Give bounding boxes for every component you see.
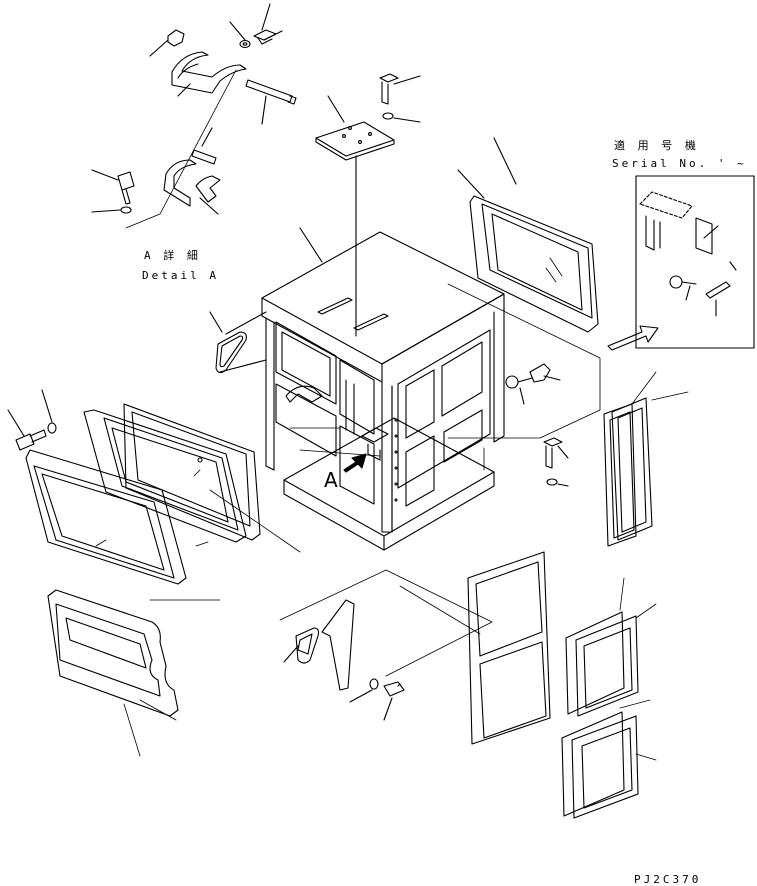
detail-a-group <box>91 3 297 229</box>
door-latch-right <box>505 363 561 405</box>
cab-frame <box>261 227 505 551</box>
door-glass-frame <box>123 403 301 553</box>
right-door-glass-b <box>603 391 689 547</box>
serial-title-en: Serial No. ' ~ <box>612 157 747 170</box>
serial-title-jp: 適 用 号 機 <box>614 139 699 152</box>
clamp-bracket-lower <box>163 159 221 215</box>
view-a-arrow <box>343 453 367 473</box>
drawing-code: PJ2C370 <box>634 873 702 886</box>
serial-inset <box>635 175 755 349</box>
door-gasket <box>25 449 221 601</box>
long-pin <box>245 79 297 125</box>
roof-mount-plate <box>315 95 395 337</box>
right-door-glass-a <box>611 371 657 541</box>
inset-arrow <box>607 325 659 351</box>
clamp-bracket-upper <box>171 51 247 97</box>
detail-a-title-en: Detail A <box>142 269 219 282</box>
cap-screw-top <box>253 3 283 45</box>
lower-door-window <box>47 589 179 757</box>
bolt-small-left <box>149 29 185 57</box>
detail-a-title-jp: A 詳 細 <box>144 249 201 262</box>
right-bolt-washer <box>483 437 569 487</box>
rear-window-glass <box>457 137 599 333</box>
lower-right-window-upper <box>565 577 657 717</box>
washer-left <box>91 206 132 214</box>
lower-bolt <box>349 678 405 721</box>
handrail <box>209 311 267 374</box>
view-marker-a: A <box>324 468 338 492</box>
washer-top <box>229 21 251 49</box>
roof-bolt <box>379 73 421 123</box>
bolt-left <box>91 169 135 205</box>
front-lower-bracket <box>283 599 355 691</box>
short-pin <box>191 127 217 165</box>
left-bolt-washer <box>7 389 57 451</box>
side-glass-tall <box>399 551 551 745</box>
lower-right-window-lower <box>561 699 657 819</box>
door-glass-outer <box>83 409 247 547</box>
